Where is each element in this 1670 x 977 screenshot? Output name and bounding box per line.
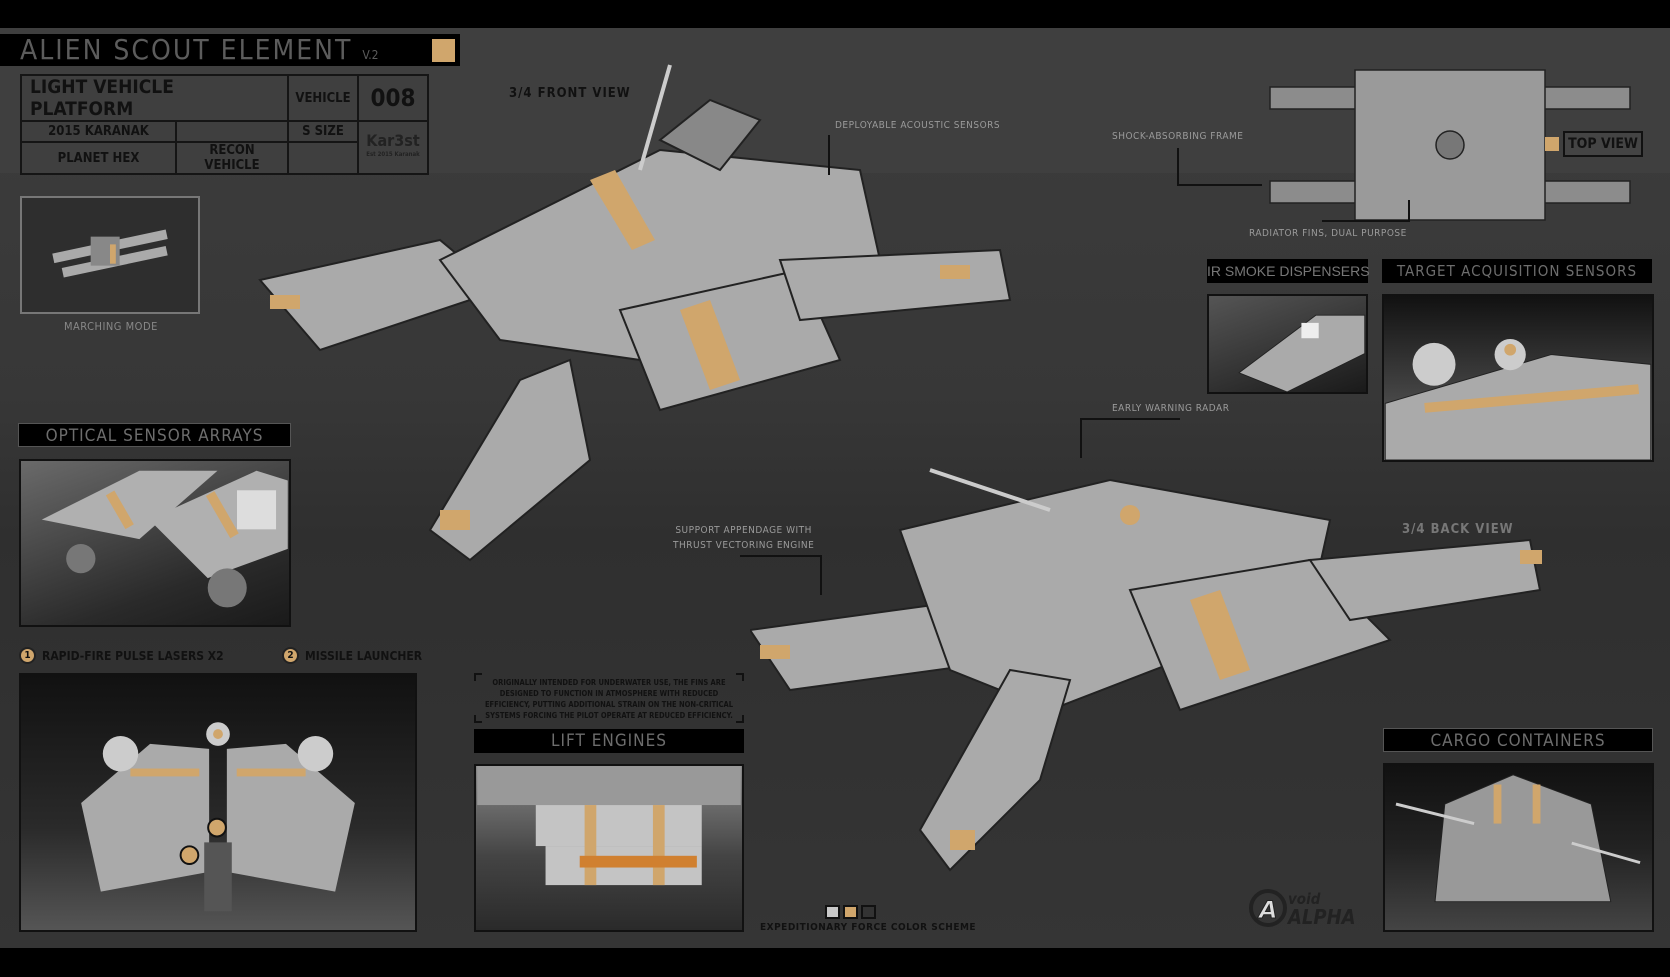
lift-engines-header: LIFT ENGINES — [474, 729, 744, 753]
empty-cell — [287, 141, 359, 175]
number-cell: 008 — [357, 74, 429, 122]
color-swatch-hull — [825, 905, 840, 919]
color-scheme-label: EXPEDITIONARY FORCE COLOR SCHEME — [760, 922, 977, 933]
marching-mode-image — [20, 196, 200, 314]
role-cell: RECON VEHICLE — [175, 141, 289, 175]
leader-line — [1322, 200, 1410, 222]
back-view-label: 3/4 BACK VIEW — [1402, 522, 1514, 537]
leader-line — [828, 135, 830, 175]
callout-radiator: RADIATOR FINS, DUAL PURPOSE — [1249, 228, 1407, 239]
weapons-front-image — [19, 673, 417, 932]
top-view-render — [1269, 69, 1631, 221]
bracket — [736, 673, 744, 681]
title-text: ALIEN SCOUT ELEMENT — [20, 33, 353, 66]
info-table: LIGHT VEHICLE PLATFORM VEHICLE 008 2015 … — [20, 74, 429, 175]
back-view-render — [750, 468, 1542, 872]
bracket — [736, 715, 744, 723]
callout-radar: EARLY WARNING RADAR — [1112, 403, 1230, 414]
target-acquisition-header: TARGET ACQUISITION SENSORS — [1382, 259, 1652, 283]
top-view-label: TOP VIEW — [1563, 131, 1643, 157]
leader-line — [1080, 418, 1180, 458]
empty-cell — [175, 120, 289, 143]
size-cell: S SIZE — [287, 120, 359, 143]
callout-frame: SHOCK-ABSORBING FRAME — [1112, 131, 1244, 142]
ir-smoke-image — [1207, 294, 1368, 394]
front-view-label: 3/4 FRONT VIEW — [509, 86, 631, 101]
optical-header: OPTICAL SENSOR ARRAYS — [18, 423, 291, 447]
leader-line — [740, 555, 822, 595]
accent-swatch — [432, 39, 455, 62]
sheet-title: ALIEN SCOUT ELEMENT V.2 — [0, 34, 460, 66]
svg-text:A: A — [1257, 896, 1278, 924]
version-label: V.2 — [362, 48, 379, 62]
lift-engines-image — [474, 764, 744, 932]
front-view-render — [258, 64, 1012, 562]
callout-acoustic: DEPLOYABLE ACOUSTIC SENSORS — [835, 120, 1001, 131]
ir-smoke-header: IR SMOKE DISPENSERS — [1207, 259, 1370, 283]
location-cell: PLANET HEX — [20, 141, 177, 175]
leader-line — [1177, 148, 1262, 186]
target-acquisition-image — [1382, 294, 1654, 462]
bracket — [474, 673, 482, 681]
author-cell: 2015 KARANAK — [20, 120, 177, 143]
top-view-swatch — [1545, 137, 1559, 151]
cargo-containers-header: CARGO CONTAINERS — [1383, 728, 1653, 752]
platform-cell: LIGHT VEHICLE PLATFORM — [20, 74, 289, 122]
color-swatch-dark — [861, 905, 876, 919]
alpha-emblem-icon: A — [1249, 889, 1287, 927]
fin-note: ORIGINALLY INTENDED FOR UNDERWATER USE, … — [484, 678, 734, 720]
void-alpha-logo: A void ALPHA — [1248, 888, 1356, 932]
optical-sensor-image — [19, 459, 291, 627]
cargo-containers-image — [1383, 763, 1654, 932]
marching-mode-label: MARCHING MODE — [64, 320, 158, 333]
color-swatch-accent — [843, 905, 858, 919]
type-cell: VEHICLE — [287, 74, 359, 122]
bracket — [474, 715, 482, 723]
